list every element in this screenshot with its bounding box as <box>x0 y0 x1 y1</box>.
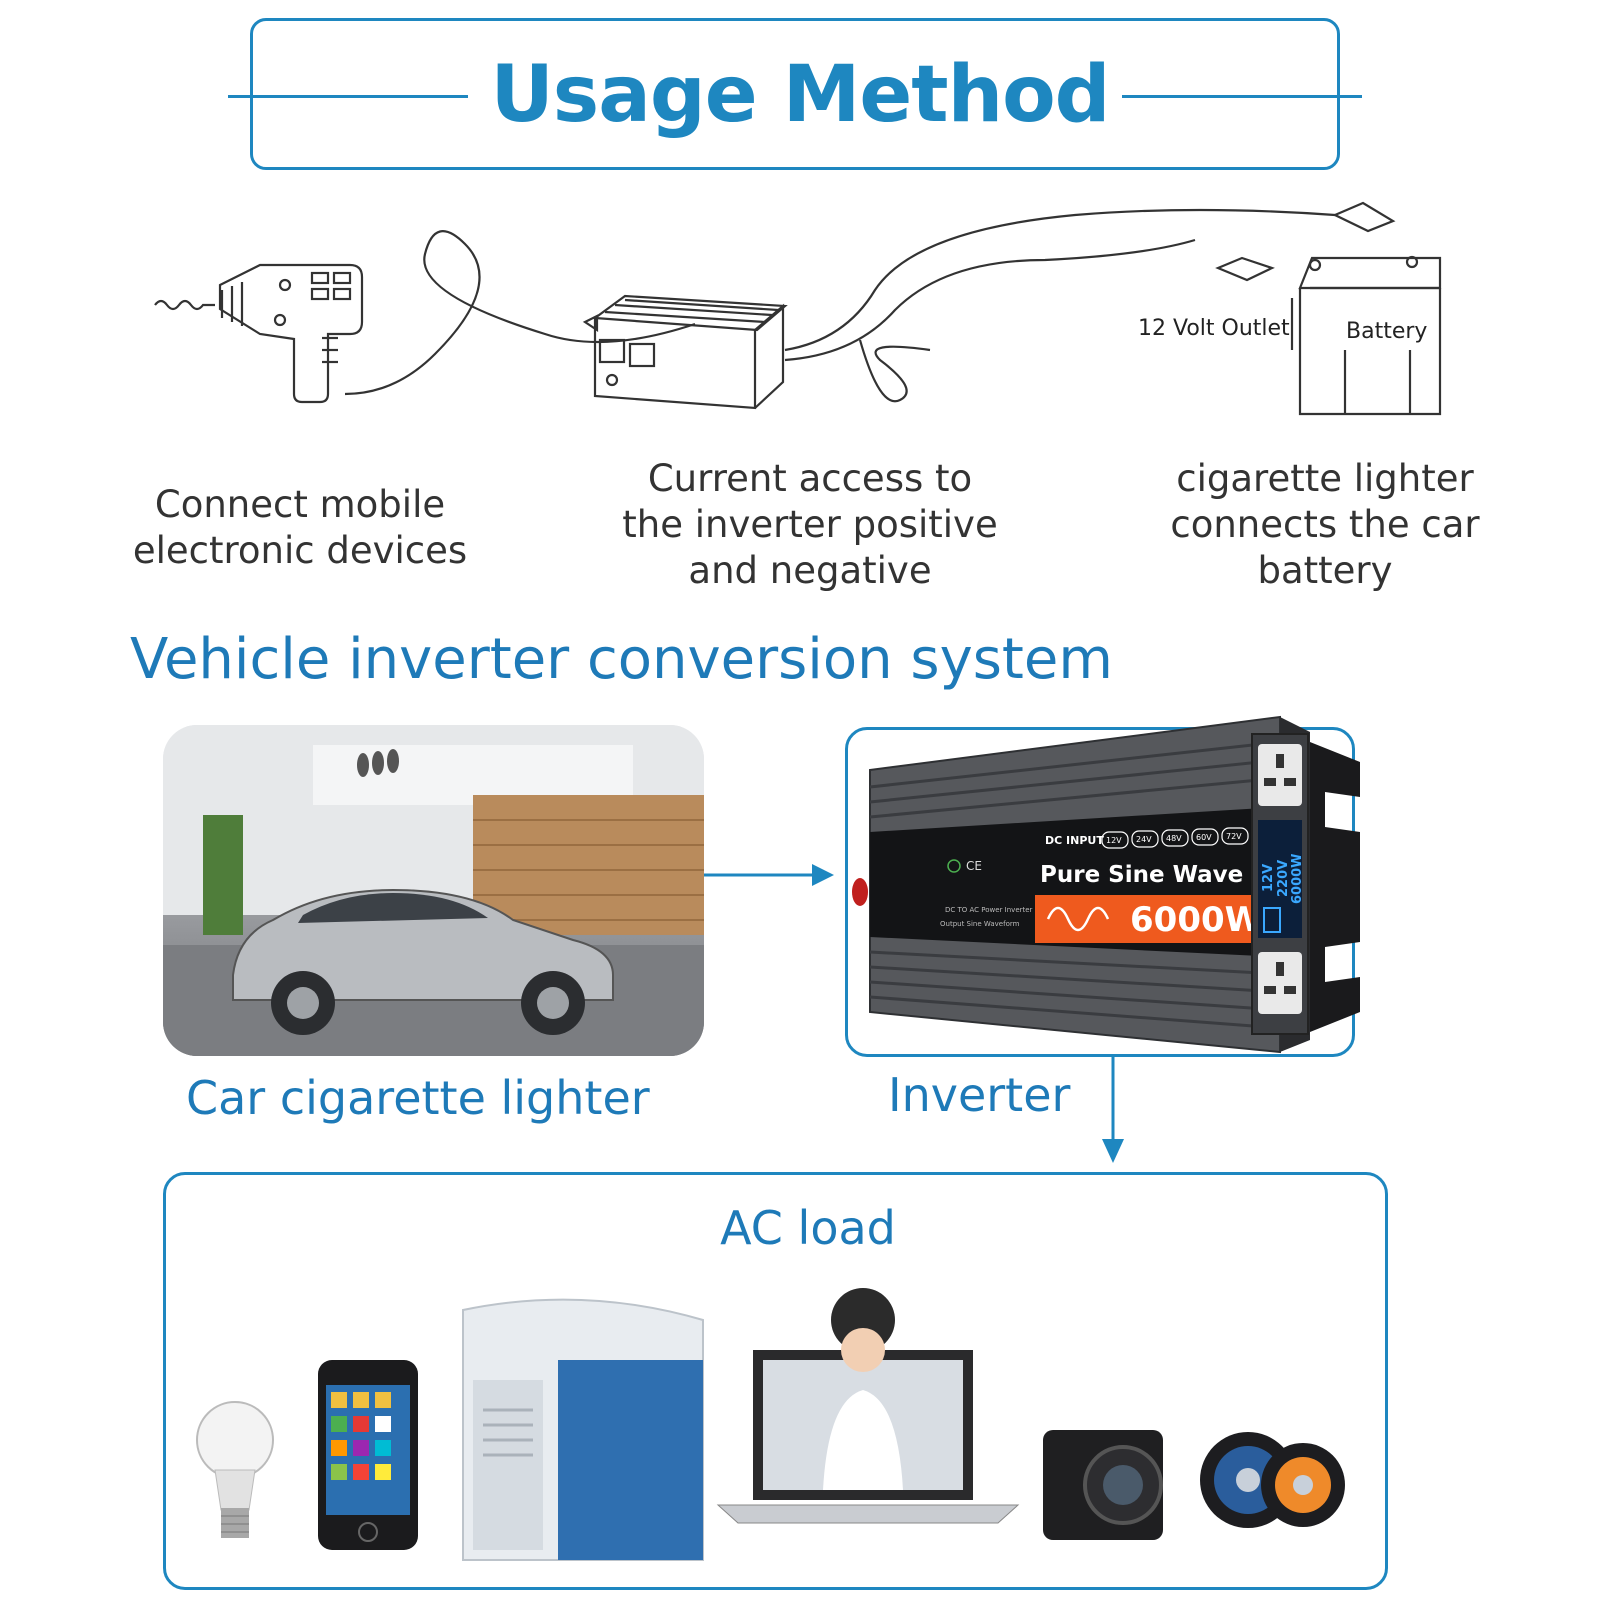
caption-line: the inverter positive <box>622 503 998 546</box>
inverter-product: 6000W Pure Sine Wave Inverter DC INPUT 1… <box>852 715 1360 1054</box>
caption-line: connects the car <box>1170 503 1480 546</box>
ac-socket-icon <box>1258 744 1302 806</box>
ac-socket-icon <box>1258 952 1302 1014</box>
plant <box>203 815 243 935</box>
drill-icon <box>218 263 364 404</box>
caption-line: Connect mobile <box>154 483 446 526</box>
light-bulb-icon <box>196 1401 274 1538</box>
inverter-sketch-icon <box>582 294 788 410</box>
lcd-value: 220V <box>1276 860 1291 897</box>
small-text: Output Sine Waveform <box>940 920 1020 928</box>
caption-line: Current access to <box>647 457 973 500</box>
caption-battery: cigarette lighter connects the car batte… <box>1110 456 1540 594</box>
lcd-value: 6000W <box>1290 853 1305 904</box>
power-rating: 6000W <box>1130 900 1262 940</box>
ac-load-title: AC load <box>720 1201 896 1255</box>
car-fridge-icon <box>462 1298 704 1561</box>
title-frame <box>250 18 1340 170</box>
positive-lead <box>784 208 1336 352</box>
power-badge <box>1035 895 1280 943</box>
dc-input-label: DC INPUT <box>1045 834 1104 847</box>
lead-loop <box>858 339 931 403</box>
speaker-icon <box>1200 1432 1345 1528</box>
camera-icon <box>1043 1430 1163 1540</box>
voltage-badge: 24V <box>1136 835 1152 844</box>
clamp-positive <box>1332 201 1396 233</box>
voltage-badge: 12V <box>1106 836 1122 845</box>
ac-load-devices <box>196 1288 1345 1561</box>
title-rule-right <box>1122 95 1362 98</box>
smartphone-icon <box>318 1360 418 1550</box>
clamp-negative <box>1215 256 1275 282</box>
ac-load-frame <box>163 1172 1388 1590</box>
terminal-icon <box>852 878 868 906</box>
wiring-sketch: 12 Volt Outlet Battery <box>154 201 1442 416</box>
outlet-label: 12 Volt Outlet <box>1138 316 1290 341</box>
small-text: DC TO AC Power Inverter <box>945 906 1033 914</box>
caption-line: and negative <box>688 549 932 592</box>
laptop-icon <box>716 1288 1020 1524</box>
battery-icon <box>1298 255 1442 416</box>
cert-mark: CE <box>966 859 982 873</box>
car-illustration <box>163 725 704 1056</box>
caption-line: battery <box>1257 549 1393 592</box>
arrow-down-icon <box>1102 1057 1124 1163</box>
car-label: Car cigarette lighter <box>186 1071 650 1125</box>
caption-devices: Connect mobile electronic devices <box>100 482 500 574</box>
caption-line: cigarette lighter <box>1176 457 1474 500</box>
cert-icon <box>947 859 961 873</box>
car-icon <box>232 888 614 1035</box>
car-photo <box>163 725 704 1056</box>
negative-lead <box>784 238 1196 362</box>
title-rule-left <box>228 95 468 98</box>
garage-door <box>473 795 704 935</box>
battery-label: Battery <box>1346 319 1427 344</box>
voltage-badge: 72V <box>1226 832 1242 841</box>
voltage-badge: 48V <box>1166 834 1182 843</box>
lcd-value: 12V <box>1261 864 1276 892</box>
arrow-right-icon <box>704 864 834 886</box>
page-title: Usage Method <box>490 50 1110 140</box>
drill-bit <box>154 299 215 311</box>
voltage-badge: 60V <box>1196 833 1212 842</box>
lcd-battery-icon <box>1263 907 1281 933</box>
section-title: Vehicle inverter conversion system <box>130 627 1113 692</box>
caption-inverter: Current access to the inverter positive … <box>600 456 1020 594</box>
inverter-label: Inverter <box>888 1068 1071 1122</box>
device-cord <box>344 230 696 396</box>
caption-line: electronic devices <box>132 529 468 572</box>
sine-wave-icon <box>1046 906 1110 932</box>
